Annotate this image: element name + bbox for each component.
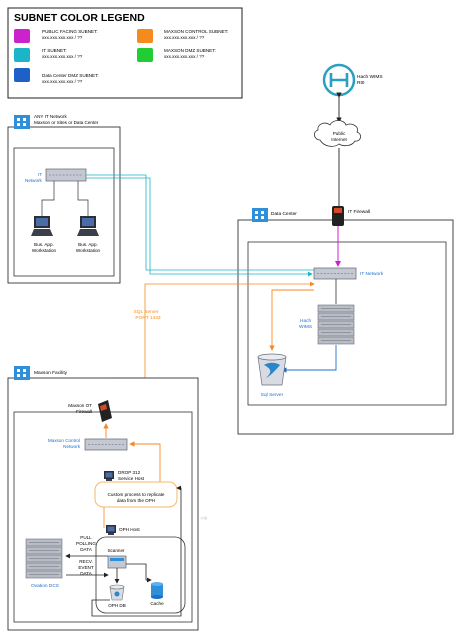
maxson-control-label: Maxson Control — [48, 438, 80, 443]
any-it-network-label: IT — [38, 172, 42, 177]
recv-label: RECV. — [79, 559, 93, 564]
it-firewall-label: IT Firewall — [348, 209, 370, 215]
sql-link-label: SQL Server — [134, 309, 159, 315]
drop-host-icon — [104, 471, 114, 481]
dc-it-network-switch — [313, 267, 357, 280]
drop-host-label: DROP 312 — [118, 470, 141, 475]
public-internet-label: Public — [333, 131, 346, 136]
data-center-title: Data Center — [271, 211, 297, 217]
link-it-network-sql — [269, 289, 314, 351]
legend-label-dc-dmz: Data Center DMZ SUBNET: — [42, 73, 99, 78]
public-internet-cloud: Public Internet — [314, 120, 361, 147]
hach-cloud-sublabel: Rt0 — [357, 80, 365, 86]
recv-sublabel: EVENT — [78, 565, 94, 570]
drop-host-sublabel: Service Host — [118, 476, 145, 481]
legend-swatch-dc-dmz — [14, 68, 30, 82]
any-it-title: ANY IT Network — [34, 114, 67, 119]
any-it-subtitle: Maxson or Sites or Data Center — [34, 120, 99, 125]
legend-label-it: IT SUBNET: — [42, 48, 67, 53]
hach-wims-cloud: Hach WIMS Rt0 — [322, 63, 383, 97]
maxson-building-icon — [14, 366, 30, 380]
oph-host-icon — [106, 525, 116, 535]
legend-swatch-public — [14, 29, 30, 43]
maxson-facility-title: Maxson Facility — [34, 370, 68, 376]
custom-process-sublabel: data from the OPH — [117, 498, 155, 503]
dc-it-network-label: IT Network — [360, 271, 384, 277]
workstation-1-sublabel: Workstation — [32, 248, 57, 253]
maxson-firewall-icon — [98, 400, 112, 422]
pull-sublabel: POLLING — [76, 541, 96, 546]
legend-range-it: xxx.xxx.xxx.xxx / ?? — [42, 54, 83, 59]
maxson-firewall-label: Maxson OT — [68, 403, 92, 408]
legend-label-maxson-dmz: MAXSON DMZ SUBNET: — [164, 48, 216, 53]
legend-range-public: xxx.xxx.xxx.xxx / ?? — [42, 35, 83, 40]
link-drop-control — [129, 441, 161, 482]
data-center-group: Data Center IT Firewall IT Network Hach … — [237, 206, 454, 435]
legend-range-dc-dmz: xxx.xxx.xxx.xxx / ?? — [42, 79, 83, 84]
link-db-custom-process — [91, 485, 182, 617]
legend-label-maxson-control: MAXSON CONTROL SUBNET: — [164, 29, 228, 34]
oph-db-icon — [109, 584, 125, 601]
legend-range-maxson-dmz: xxx.xxx.xxx.xxx / ?? — [164, 54, 205, 59]
subnet-legend: SUBNET COLOR LEGEND PUBLIC FACING SUBNET… — [7, 7, 243, 99]
hach-cloud-label: Hach WIMS — [357, 74, 383, 80]
hach-wims-sublabel: WIMS — [299, 324, 312, 330]
cache-label: Cache — [150, 601, 164, 606]
link-wims-sql — [281, 345, 337, 373]
sql-link-port-label: PORT 1433 — [135, 315, 160, 321]
legend-label-public: PUBLIC FACING SUBNET: — [42, 29, 98, 34]
link-dc-it-any-it — [86, 177, 313, 277]
cache-icon — [151, 582, 163, 599]
legend-swatch-it — [14, 48, 30, 62]
custom-process-label: Custom process to replicate — [108, 492, 165, 497]
ovation-dcs-label: Ovation DCS — [31, 583, 59, 589]
oph-host-label: OPH Host — [119, 527, 140, 532]
pull-label: PULL — [80, 535, 92, 540]
legend-title: SUBNET COLOR LEGEND — [14, 12, 145, 24]
hach-wims-server-icon — [317, 304, 355, 345]
workstation-1-icon — [31, 216, 53, 236]
legend-range-maxson-control: xxx.xxx.xxx.xxx / ?? — [164, 35, 205, 40]
ovation-dcs-server-icon — [25, 538, 63, 579]
workstation-2-label: Bus. App. — [78, 242, 98, 247]
sql-server-label: Sql Server — [261, 392, 284, 398]
workstation-2-sublabel: Workstation — [76, 248, 101, 253]
custom-process-box — [94, 481, 178, 508]
link-scanner-cache — [126, 563, 152, 583]
building-icon — [14, 115, 30, 129]
maxson-control-sublabel: Network — [63, 444, 81, 449]
sql-server-icon — [257, 353, 287, 386]
link-switch-ws1 — [41, 181, 55, 216]
maxson-firewall-sublabel: Firewall — [76, 409, 92, 414]
workstation-1-label: Bus. App. — [34, 242, 54, 247]
hach-wims-label: Hach — [300, 318, 312, 324]
scanner-icon — [107, 555, 127, 569]
oph-db-label: OPH DB — [108, 603, 126, 608]
maxson-control-switch — [84, 438, 128, 451]
recv-data-label: DATA — [80, 571, 93, 576]
legend-swatch-maxson-dmz — [137, 48, 153, 62]
connector-arrow-icon: ⇒ — [200, 513, 208, 523]
hach-logo-icon — [329, 73, 349, 87]
link-any-it-dc-it — [86, 174, 314, 271]
it-firewall-icon — [332, 206, 344, 226]
data-center-building-icon — [252, 208, 268, 222]
maxson-facility-group: Maxson Facility Maxson OT Firewall Maxso… — [7, 366, 199, 631]
pull-data-label: DATA — [80, 547, 93, 552]
workstation-2-icon — [77, 216, 99, 236]
any-it-network-sublabel: Network — [25, 178, 43, 183]
legend-swatch-maxson-control — [137, 29, 153, 43]
public-internet-sublabel: Internet — [331, 137, 347, 142]
any-it-switch — [45, 168, 87, 182]
any-it-network-group: ANY IT Network Maxson or Sites or Data C… — [7, 114, 121, 284]
link-switch-ws2 — [77, 181, 89, 216]
scanner-label: Scanner — [107, 548, 125, 553]
